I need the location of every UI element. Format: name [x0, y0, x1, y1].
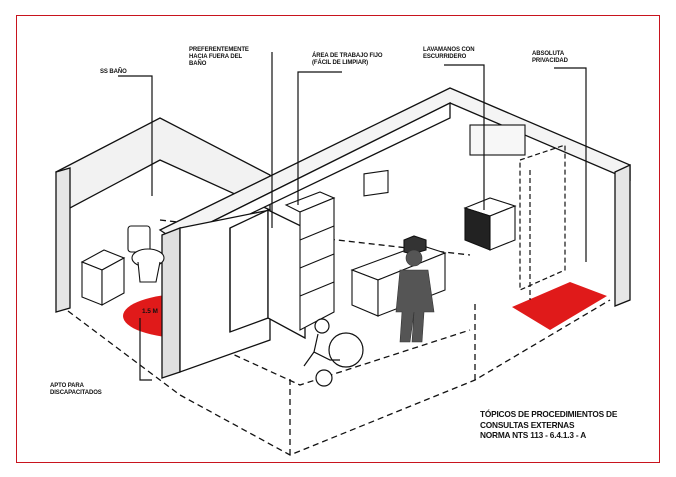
leader-lines: [118, 52, 587, 381]
wheelchair-user-figure: [303, 318, 364, 387]
label-area-trabajo: ÁREA DE TRABAJO FIJO (FÁCIL DE LIMPIAR): [312, 53, 383, 66]
toilet: [127, 225, 165, 283]
red-border-frame: [16, 15, 660, 463]
lavamanos-counter: [463, 124, 526, 251]
label-radius: 1.5 m: [142, 308, 158, 315]
title-line-3: NORMA NTS 113 - 6.4.1.3 - A: [480, 430, 587, 440]
label-apto-discapacitados: APTO PARA DISCAPACITADOS: [50, 383, 102, 396]
standing-person-figure: [395, 249, 435, 343]
label-absoluta-privacidad: ABSOLUTA PRIVACIDAD: [532, 51, 568, 64]
label-lavamanos: LAVAMANOS CON ESCURRIDERO: [423, 47, 475, 60]
label-preferentemente: PREFERENTEMENTE HACIA FUERA DEL BAÑO: [189, 47, 249, 67]
label-ss-bano: SS BAÑO: [100, 69, 127, 75]
bathroom-sink: [80, 249, 126, 306]
privacy-zone: [512, 282, 607, 330]
shelving-unit: [284, 191, 336, 331]
norm-title-block: TÓPICOS DE PROCEDIMIENTOS DE CONSULTAS E…: [480, 409, 658, 441]
title-line-1: TÓPICOS DE PROCEDIMIENTOS DE: [480, 409, 618, 419]
title-line-2: CONSULTAS EXTERNAS: [480, 419, 575, 430]
privacy-curtain-outline: [519, 144, 566, 300]
